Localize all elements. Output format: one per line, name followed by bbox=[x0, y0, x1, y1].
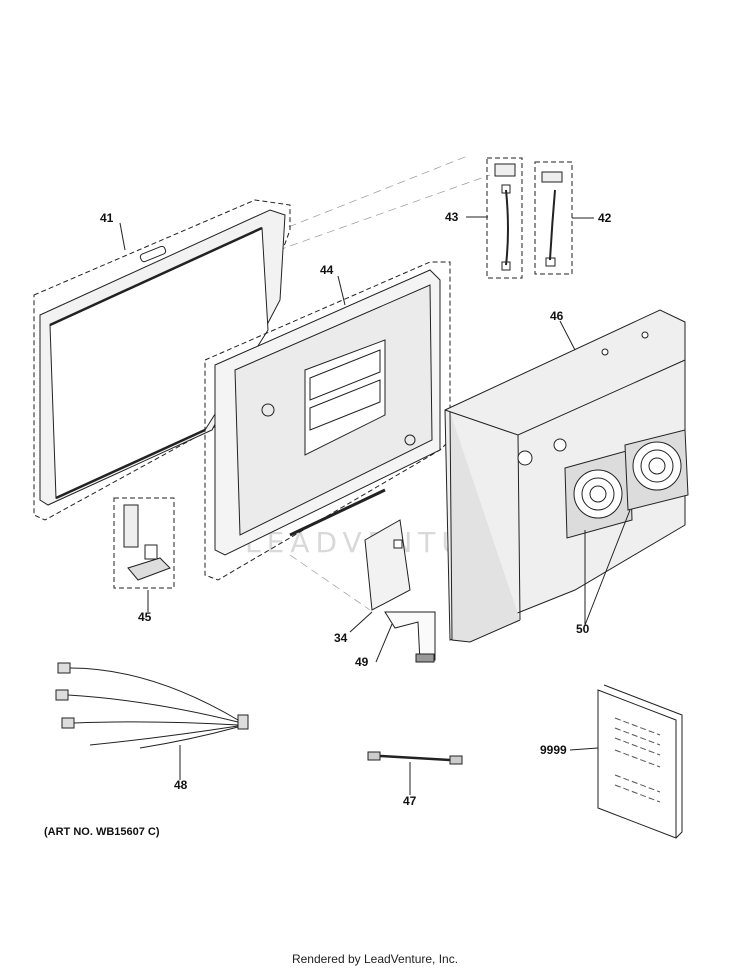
callout-42: 42 bbox=[598, 211, 612, 225]
part-49-ribbon-cable bbox=[384, 611, 436, 663]
callout-50: 50 bbox=[576, 622, 590, 636]
footer-credit: Rendered by LeadVenture, Inc. bbox=[291, 952, 459, 966]
callout-49: 49 bbox=[355, 655, 369, 669]
callout-47: 47 bbox=[403, 794, 417, 808]
callout-43: 43 bbox=[445, 210, 459, 224]
callout-46: 46 bbox=[550, 309, 564, 323]
part-41-front-frame bbox=[33, 199, 291, 521]
part-45-bracket bbox=[113, 497, 175, 589]
callout-44: 44 bbox=[320, 263, 334, 277]
part-9999-manual bbox=[597, 684, 683, 839]
callout-leaders bbox=[119, 216, 631, 795]
callout-45: 45 bbox=[138, 610, 152, 624]
art-number-label: (ART NO. WB15607 C) bbox=[44, 826, 160, 838]
part-50-cooling-fans bbox=[564, 429, 689, 539]
part-47-cable bbox=[367, 751, 463, 765]
callout-48: 48 bbox=[174, 778, 188, 792]
callout-34: 34 bbox=[334, 631, 348, 645]
part-44-display-assembly bbox=[204, 261, 451, 581]
callout-9999: 9999 bbox=[540, 743, 567, 757]
part-48-wiring-harness bbox=[55, 662, 249, 749]
part-43-cable bbox=[486, 157, 523, 279]
callout-41: 41 bbox=[100, 211, 114, 225]
part-34-control-board bbox=[364, 519, 411, 611]
part-42-cable bbox=[534, 161, 573, 275]
